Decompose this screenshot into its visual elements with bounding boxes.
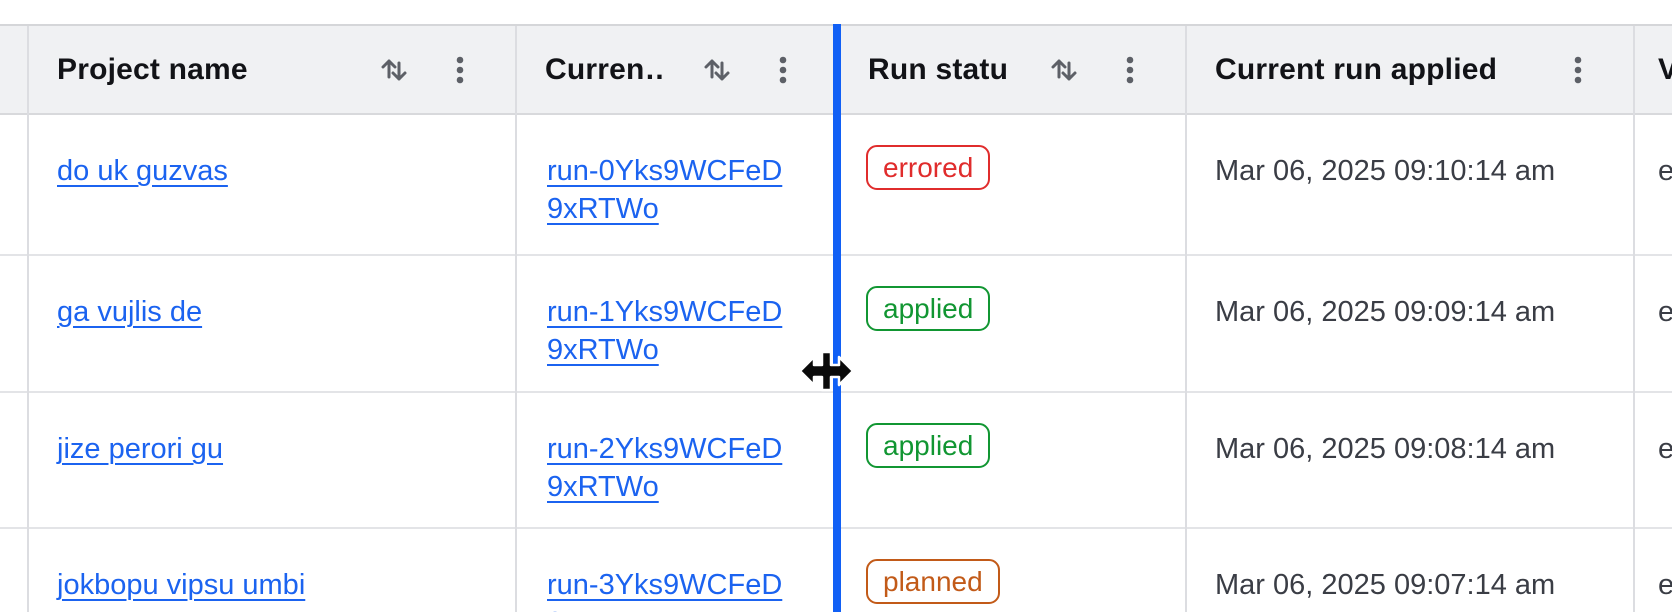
- status-badge: planned: [866, 559, 1000, 604]
- run-link[interactable]: run-0Yks9WCFeD9xRTWo: [547, 155, 783, 225]
- column-divider: [1185, 26, 1187, 612]
- column-header-label: Curren…: [545, 52, 662, 86]
- column-header-current-run-applied[interactable]: Current run applied: [1185, 26, 1633, 113]
- column-divider: [27, 26, 29, 612]
- column-menu-button[interactable]: [1567, 55, 1589, 85]
- column-header-current-run[interactable]: Curren…: [515, 26, 838, 113]
- run-link[interactable]: run-3Yks9WCFeD9xRTWo: [547, 569, 783, 612]
- column-menu-button[interactable]: [1119, 55, 1141, 85]
- run-link[interactable]: run-1Yks9WCFeD9xRTWo: [547, 296, 783, 366]
- applied-timestamp: Mar 06, 2025 09:09:14 am: [1215, 296, 1556, 328]
- status-badge: errored: [866, 145, 991, 190]
- col-resize-cursor-icon: [798, 350, 855, 392]
- kebab-menu-icon: [456, 56, 464, 83]
- sort-arrows-icon: [381, 59, 407, 80]
- project-link[interactable]: jokbopu vipsu umbi: [57, 569, 306, 601]
- sort-button[interactable]: [379, 55, 409, 85]
- column-menu-button[interactable]: [449, 55, 471, 85]
- status-badge: applied: [866, 286, 991, 331]
- column-header-label: Run status: [868, 52, 1009, 86]
- status-badge: applied: [866, 423, 991, 468]
- kebab-menu-icon: [1574, 56, 1582, 83]
- kebab-menu-icon: [1126, 56, 1134, 83]
- clipped-cell-value: e: [1658, 296, 1672, 328]
- column-header-project-name[interactable]: Project name: [27, 26, 515, 113]
- kebab-menu-icon: [779, 56, 787, 83]
- clipped-cell-value: e: [1658, 569, 1672, 601]
- column-header-label: Current run applied: [1215, 52, 1498, 86]
- column-resize-indicator[interactable]: [833, 24, 841, 612]
- applied-timestamp: Mar 06, 2025 09:10:14 am: [1215, 155, 1556, 187]
- column-divider: [515, 26, 517, 612]
- column-header-clipped[interactable]: V: [1633, 26, 1672, 113]
- project-link[interactable]: jize perori gu: [57, 433, 224, 465]
- project-link[interactable]: do uk guzvas: [57, 155, 228, 187]
- column-menu-button[interactable]: [772, 55, 794, 85]
- sort-button[interactable]: [702, 55, 732, 85]
- clipped-cell-value: e: [1658, 155, 1672, 187]
- table-row: jokbopu vipsu umbi run-3Yks9WCFeD9xRTWo …: [0, 529, 1672, 612]
- sort-arrows-icon: [1051, 59, 1077, 80]
- run-link[interactable]: run-2Yks9WCFeD9xRTWo: [547, 433, 783, 503]
- table-row: jize perori gu run-2Yks9WCFeD9xRTWo appl…: [0, 393, 1672, 533]
- clipped-cell-value: e: [1658, 433, 1672, 465]
- sort-arrows-icon: [704, 59, 730, 80]
- applied-timestamp: Mar 06, 2025 09:08:14 am: [1215, 433, 1556, 465]
- column-header-label: V: [1658, 52, 1672, 86]
- table-row: ga vujlis de run-1Yks9WCFeD9xRTWo applie…: [0, 256, 1672, 396]
- column-header-label: Project name: [57, 52, 248, 86]
- project-link[interactable]: ga vujlis de: [57, 296, 203, 328]
- column-divider: [1633, 26, 1635, 612]
- sort-button[interactable]: [1049, 55, 1079, 85]
- applied-timestamp: Mar 06, 2025 09:07:14 am: [1215, 569, 1556, 601]
- table-row: do uk guzvas run-0Yks9WCFeD9xRTWo errore…: [0, 115, 1672, 255]
- column-header-run-status[interactable]: Run status: [838, 26, 1185, 113]
